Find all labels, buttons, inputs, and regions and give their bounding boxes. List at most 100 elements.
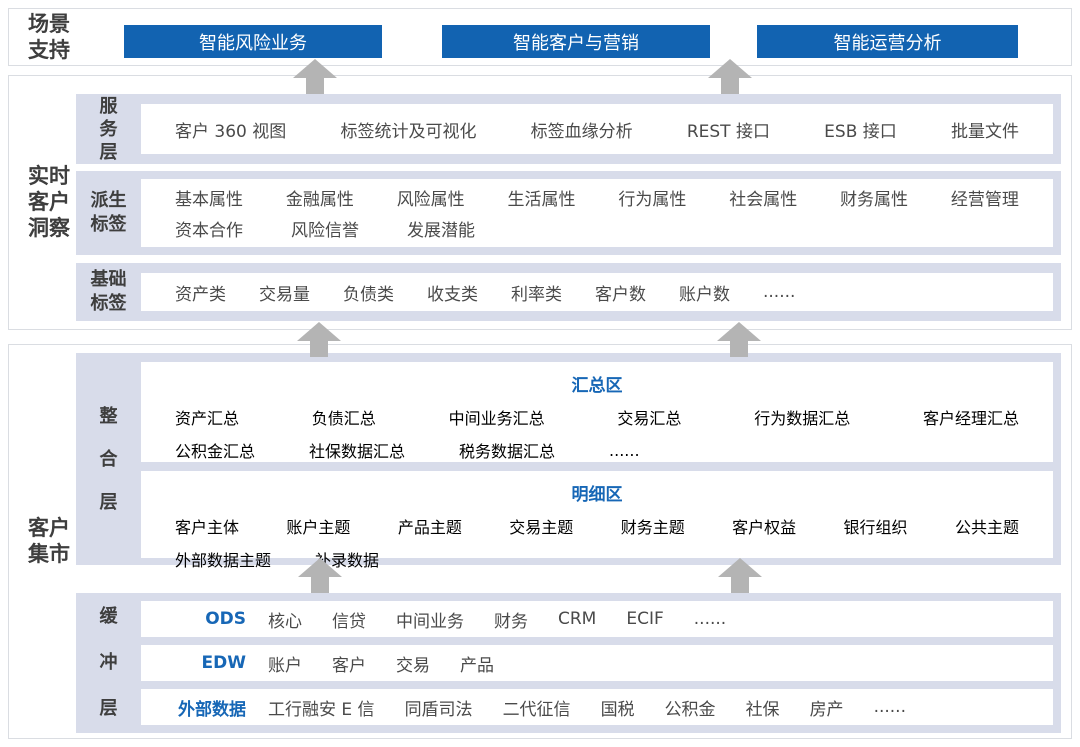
summary-zone: 汇总区 资产汇总 负债汇总 中间业务汇总 交易汇总 行为数据汇总 客户经理汇总 公积金汇总…	[141, 362, 1053, 462]
derived-tags-line2: 资本合作风险信誉发展潜能	[141, 216, 1053, 241]
external-data-items: 工行融安 E 信同盾司法二代征信国税公积金社保房产......	[246, 695, 1053, 720]
derived-tags-line1: 基本属性金融属性风险属性生活属性行为属性社会属性财务属性经营管理	[141, 185, 1053, 210]
item-label: 风险信誉	[291, 221, 359, 241]
scenario-support-section: 场景支持 智能风险业务 智能客户与营销 智能运营分析	[8, 8, 1072, 66]
integration-layer-content: 汇总区 资产汇总 负债汇总 中间业务汇总 交易汇总 行为数据汇总 客户经理汇总 公积金汇总…	[141, 353, 1053, 570]
smart-customer-marketing-button: 智能客户与营销	[442, 25, 710, 58]
up-arrow-icon	[297, 322, 341, 358]
item-label: REST 接口	[686, 121, 770, 142]
base-tags-label: 基础标签	[90, 269, 127, 314]
item-label: 负债汇总	[311, 409, 376, 428]
derived-tags-label: 派生标签	[90, 190, 127, 235]
item-label: 财务主题	[620, 518, 685, 537]
item-label: 账户	[268, 655, 302, 676]
external-data-label: 外部数据	[178, 699, 246, 720]
edw-items: 账户客户交易产品	[246, 651, 1053, 676]
item-label: 工行融安 E 信	[268, 699, 375, 720]
buffer-layer-label: 缓冲层	[99, 606, 118, 719]
item-label: 公积金	[664, 699, 716, 720]
up-arrow-icon	[298, 558, 342, 594]
item-label: 生活属性	[507, 190, 576, 210]
detail-zone: 明细区 客户主体 账户主题 产品主题 交易主题 财务主题 客户权益 银行组织 公共主题 外部数…	[141, 471, 1053, 570]
item-label: 标签血缘分析	[530, 121, 633, 142]
item-label: ......	[693, 609, 727, 629]
detail-zone-title: 明细区	[571, 485, 623, 505]
item-label: 产品主题	[397, 518, 462, 537]
item-label: 资产类	[175, 284, 226, 305]
up-arrow-icon	[293, 59, 337, 95]
detail-zone-line2: 外部数据主题补录数据	[141, 547, 1053, 571]
item-label: 国税	[600, 699, 635, 720]
external-data-row: 外部数据 工行融安 E 信同盾司法二代征信国税公积金社保房产......	[141, 689, 1053, 725]
item-label: 公积金汇总	[175, 442, 256, 461]
base-tags-items: 资产类交易量负债类收支类利率类客户数账户数......	[141, 280, 795, 305]
derived-tags-row: 派生标签 基本属性金融属性风险属性生活属性行为属性社会属性财务属性经营管理 资本…	[76, 171, 1061, 255]
item-label: 社会属性	[729, 190, 798, 210]
item-label: 中间业务汇总	[448, 409, 545, 428]
item-label: 产品	[460, 655, 494, 676]
item-label: 房产	[809, 699, 844, 720]
item-label: 账户主题	[286, 518, 351, 537]
item-label: 客户数	[595, 284, 646, 305]
item-label: 中间业务	[396, 611, 464, 632]
summary-zone-title: 汇总区	[571, 376, 623, 396]
item-label: 交易量	[259, 284, 310, 305]
item-label: 资产汇总	[175, 409, 240, 428]
item-label: 资本合作	[175, 221, 243, 241]
item-label: ......	[609, 440, 640, 460]
item-label: 风险属性	[396, 190, 465, 210]
customer-mart-label: 客户集市	[28, 516, 70, 566]
item-label: 利率类	[511, 284, 562, 305]
item-label: 客户权益	[732, 518, 797, 537]
item-label: 核心	[268, 611, 302, 632]
up-arrow-icon	[718, 558, 762, 594]
item-label: 客户经理汇总	[922, 409, 1019, 428]
edw-label: EDW	[201, 653, 246, 673]
item-label: 基本属性	[175, 190, 243, 210]
item-label: 财务	[494, 611, 528, 632]
item-label: 社保数据汇总	[309, 442, 406, 461]
item-label: 交易主题	[509, 518, 574, 537]
derived-tags-items-box: 基本属性金融属性风险属性生活属性行为属性社会属性财务属性经营管理 资本合作风险信…	[141, 179, 1053, 247]
item-label: 客户主体	[175, 518, 240, 537]
item-label: 外部数据主题	[175, 551, 272, 570]
customer-mart-section: 客户集市 整合层 汇总区 资产汇总 负债汇总 中间业务汇总 交易汇总 行为数据汇总 客户经…	[8, 344, 1072, 739]
detail-zone-line1: 客户主体 账户主题 产品主题 交易主题 财务主题 客户权益 银行组织 公共主题	[141, 514, 1053, 538]
up-arrow-icon	[717, 322, 761, 358]
item-label: 二代征信	[502, 699, 571, 720]
base-tags-items-box: 资产类交易量负债类收支类利率类客户数账户数......	[141, 273, 1053, 311]
scenario-support-label: 场景支持	[28, 12, 70, 62]
item-label: ECIF	[626, 609, 664, 629]
service-layer-label: 服务层	[99, 95, 118, 163]
item-label: 税务数据汇总	[459, 442, 556, 461]
item-label: 标签统计及可视化	[340, 121, 477, 142]
item-label: 银行组织	[843, 518, 908, 537]
ods-label: ODS	[205, 609, 246, 629]
item-label: 行为数据汇总	[754, 409, 851, 428]
integration-layer-label: 整合层	[99, 405, 118, 513]
smart-operation-analysis-button: 智能运营分析	[757, 25, 1018, 58]
item-label: 同盾司法	[404, 699, 473, 720]
item-label: ......	[873, 697, 906, 717]
item-label: CRM	[558, 609, 597, 629]
item-label: 账户数	[679, 284, 730, 305]
summary-zone-line1: 资产汇总 负债汇总 中间业务汇总 交易汇总 行为数据汇总 客户经理汇总	[141, 405, 1053, 429]
up-arrow-icon	[708, 59, 752, 95]
item-label: 公共主题	[954, 518, 1019, 537]
item-label: 客户 360 视图	[175, 121, 287, 142]
item-label: 交易汇总	[617, 409, 682, 428]
summary-zone-line2: 公积金汇总 社保数据汇总 税务数据汇总......	[141, 438, 1053, 462]
smart-risk-business-button: 智能风险业务	[124, 25, 382, 58]
integration-layer-panel: 整合层 汇总区 资产汇总 负债汇总 中间业务汇总 交易汇总 行为数据汇总 客户经理汇总 公…	[76, 353, 1061, 570]
item-label: 经营管理	[950, 190, 1019, 210]
item-label: 财务属性	[840, 190, 909, 210]
item-label: 交易	[396, 655, 430, 676]
